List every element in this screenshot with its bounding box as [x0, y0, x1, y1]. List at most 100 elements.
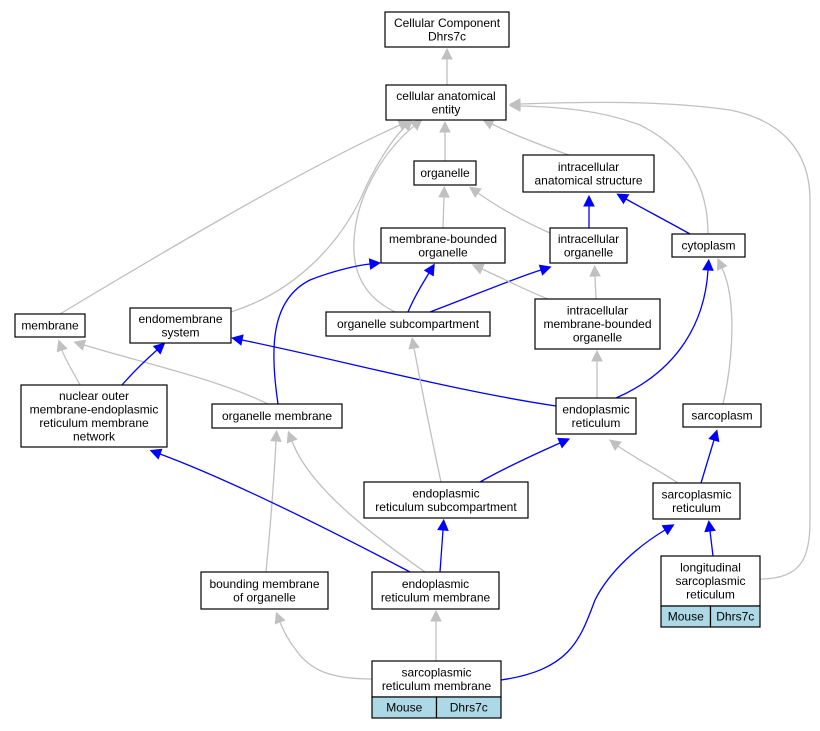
node-label: membrane-bounded: [543, 317, 651, 331]
node-label: endoplasmic: [402, 577, 469, 591]
node-label: reticulum: [572, 416, 621, 430]
arrowhead-icon: [583, 194, 595, 207]
node-box: [211, 403, 343, 429]
node-label: intracellular: [558, 160, 619, 174]
node-box: [660, 555, 761, 607]
edge-line: [700, 439, 715, 484]
edge-intracellular_membrane_bounded_organelle-to-membrane_bounded_organelle: [471, 263, 549, 300]
arrowhead-icon: [481, 118, 496, 130]
edge-line: [407, 272, 430, 313]
edge-endomembrane_system-to-cellular_anatomical_entity: [230, 119, 414, 313]
arrowhead-icon: [400, 119, 414, 132]
node-box: [14, 313, 86, 338]
node-box: [363, 481, 529, 519]
node-box: [129, 307, 232, 344]
node-cytoplasm[interactable]: cytoplasm: [671, 233, 746, 258]
node-box: [555, 397, 637, 435]
edge-line: [625, 198, 691, 235]
node-label: reticulum: [686, 588, 735, 602]
edge-line: [519, 101, 811, 580]
arrowhead-icon: [704, 519, 716, 533]
edge-cytoplasm-to-intracellular_anatomical_structure: [616, 193, 691, 235]
node-label: reticulum membrane: [381, 590, 491, 604]
node-box: [20, 384, 168, 448]
node-label: sarcoplasmic: [661, 487, 731, 501]
node-organelle-membrane[interactable]: organelle membrane: [211, 403, 343, 429]
edge-bounding_membrane_of_organelle-to-organelle_membrane: [265, 429, 282, 573]
node-label: membrane: [21, 319, 79, 333]
edge-organelle_subcompartment-to-intracellular_organelle: [429, 264, 552, 313]
node-label: organelle membrane: [222, 409, 332, 423]
edge-line: [477, 192, 551, 234]
edge-line: [413, 347, 442, 483]
node-box: [380, 227, 506, 264]
annotation-species: Mouse: [668, 610, 704, 624]
annotation-gene-cell: [709, 605, 761, 628]
arrowhead-icon: [508, 98, 521, 110]
edge-line: [481, 268, 549, 300]
edge-line: [59, 124, 401, 315]
node-box: [413, 160, 477, 186]
arrowhead-icon: [152, 342, 166, 355]
arrowhead-icon: [430, 609, 442, 622]
edge-organelle_subcompartment-to-membrane_bounded_organelle: [407, 263, 435, 313]
arrowhead-icon: [702, 258, 714, 271]
arrowhead-icon: [73, 339, 87, 351]
node-label: longitudinal: [680, 561, 741, 575]
node-box: [522, 154, 655, 193]
arrowhead-icon: [56, 339, 68, 353]
node-box: [325, 311, 491, 337]
edge-endoplasmic_reticulum-to-endomembrane_system: [231, 334, 557, 407]
arrowhead-icon: [439, 120, 451, 133]
node-sarcoplasm[interactable]: sarcoplasm: [682, 403, 762, 428]
node-nuclear-outer-membrane-er-network[interactable]: nuclear outermembrane-endoplasmicreticul…: [20, 384, 168, 448]
edge-line: [279, 621, 373, 680]
edge-membrane_bounded_organelle-to-organelle: [438, 185, 450, 229]
edge-line: [241, 339, 557, 407]
edge-er_membrane-to-nuclear_outer_membrane_er_network: [149, 448, 411, 573]
arrowhead-icon: [471, 263, 485, 275]
node-box: [371, 660, 502, 698]
node-membrane[interactable]: membrane: [14, 313, 86, 338]
node-label: membrane-endoplasmic: [30, 402, 159, 416]
arrowhead-icon: [408, 337, 420, 350]
node-label: reticulum membrane: [382, 679, 492, 693]
edge-line: [265, 440, 277, 573]
edge-line: [83, 344, 269, 405]
arrowhead-icon: [368, 258, 382, 270]
arrowhead-icon: [149, 448, 163, 460]
node-label: intracellular: [558, 232, 619, 246]
node-organelle-subcompartment[interactable]: organelle subcompartment: [325, 311, 491, 337]
edge-longitudinal_sr-to-cellular_anatomical_entity: [508, 98, 811, 580]
edge-line: [159, 453, 411, 573]
arrowhead-icon: [231, 334, 244, 346]
node-label: network: [73, 429, 116, 443]
edge-organelle_membrane-to-membrane: [73, 339, 269, 405]
node-organelle[interactable]: organelle: [413, 160, 477, 186]
edge-endoplasmic_reticulum-to-cytoplasm: [615, 258, 714, 399]
edge-line: [121, 349, 158, 386]
arrowhead-icon: [441, 47, 453, 60]
arrowhead-icon: [716, 257, 728, 271]
edge-organelle_membrane-to-membrane_bounded_organelle: [273, 258, 382, 405]
arrowhead-icon: [274, 611, 286, 625]
edge-organelle-to-cellular_anatomical_entity: [439, 120, 451, 161]
arrowhead-icon: [270, 429, 282, 442]
node-label: organelle: [573, 331, 623, 345]
edge-line: [721, 267, 733, 405]
arrowhead-icon: [708, 429, 720, 443]
